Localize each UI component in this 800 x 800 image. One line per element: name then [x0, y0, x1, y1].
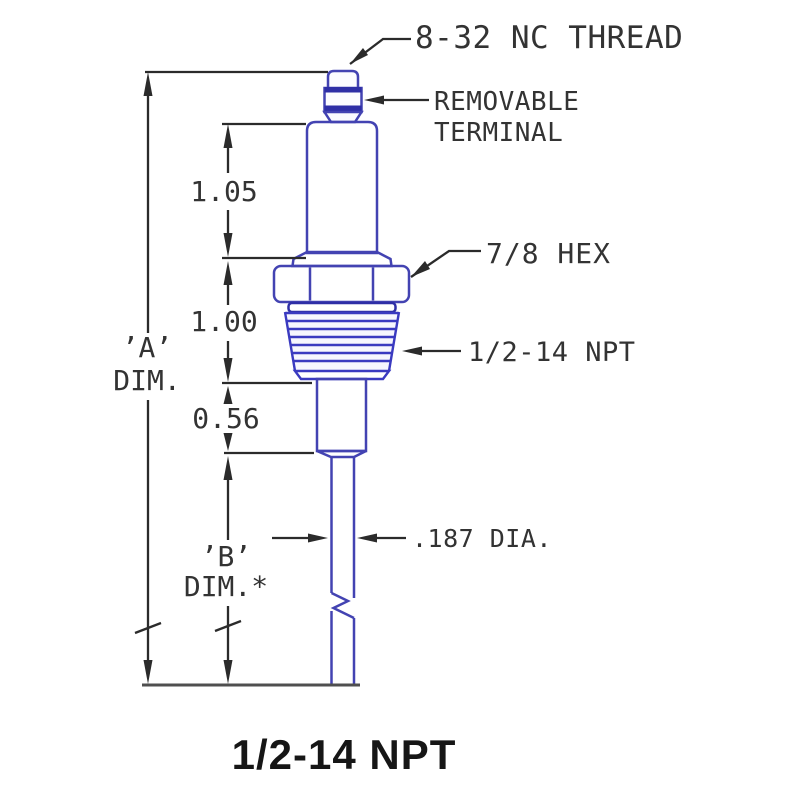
dim-0-56-value: 0.56: [192, 402, 259, 435]
dim-1-05-value: 1.05: [190, 175, 257, 208]
leader-arrow-icon: [402, 346, 422, 356]
leader-line: [410, 249, 481, 278]
callout-removable-terminal: REMOVABLE TERMINAL: [364, 87, 579, 148]
callout-hex-text: 7/8 HEX: [486, 237, 611, 270]
callout-8-32-text: 8-32 NC THREAD: [415, 20, 683, 56]
arrow-down-icon: [223, 660, 233, 684]
jog-tick-icon: [214, 619, 242, 633]
dim-1-00-value: 1.00: [190, 305, 257, 338]
arrow-down-icon: [143, 660, 153, 684]
callout-terminal-line2: TERMINAL: [434, 118, 563, 148]
arrow-down-icon: [223, 233, 233, 257]
leader-arrow-icon: [364, 95, 384, 105]
dim-1-05: 1.05: [190, 124, 258, 257]
drawing-title: 1/2-14 NPT: [232, 731, 457, 778]
leader-line: [349, 37, 411, 65]
terminal-taper: [322, 110, 364, 124]
arrow-down-icon: [223, 433, 233, 451]
rod: [330, 457, 356, 685]
stud-8-32: [326, 69, 360, 92]
collar-taper: [316, 449, 367, 459]
terminal-band-lower: [324, 105, 362, 112]
insulator: [305, 120, 379, 255]
arrow-up-icon: [223, 124, 233, 148]
callout-rod-diameter: .187 DIA.: [272, 524, 552, 553]
dim-a-word: DIM.: [113, 364, 180, 397]
collar: [315, 377, 368, 453]
dim-b-word: DIM.*: [184, 570, 268, 603]
npt-threads: [283, 311, 401, 381]
callout-npt: 1/2-14 NPT: [402, 337, 636, 368]
dim-a: ’A’ DIM.: [113, 72, 181, 684]
arrow-left-icon: [357, 533, 377, 543]
callout-terminal-line1: REMOVABLE: [434, 87, 579, 117]
arrow-down-icon: [223, 358, 233, 382]
dim-b-label: ’B’: [201, 540, 252, 573]
thread-body: [285, 312, 399, 371]
arrow-up-icon: [223, 456, 233, 480]
hex-nut: [272, 264, 411, 304]
break-symbol: [330, 591, 355, 620]
arrow-right-icon: [308, 533, 328, 543]
terminal-band-upper: [324, 87, 362, 93]
dim-0-56: 0.56: [192, 386, 260, 451]
extension-lines: [142, 70, 360, 687]
arrow-up-icon: [223, 261, 233, 285]
callout-8-32-thread: 8-32 NC THREAD: [349, 20, 683, 65]
thread-chamfer-ring: [287, 301, 397, 314]
thread-runout: [292, 369, 392, 381]
dim-a-label: ’A’: [122, 331, 173, 364]
arrow-up-icon: [223, 386, 233, 404]
arrow-up-icon: [143, 72, 153, 96]
dim-1-00: 1.00: [190, 261, 258, 382]
callout-rod-dia-text: .187 DIA.: [412, 524, 552, 553]
jog-tick-icon: [134, 621, 162, 635]
dim-b: ’B’ DIM.*: [184, 456, 268, 684]
electrode-drawing: [272, 69, 411, 685]
callout-hex: 7/8 HEX: [410, 237, 611, 278]
callout-npt-text: 1/2-14 NPT: [468, 337, 636, 368]
